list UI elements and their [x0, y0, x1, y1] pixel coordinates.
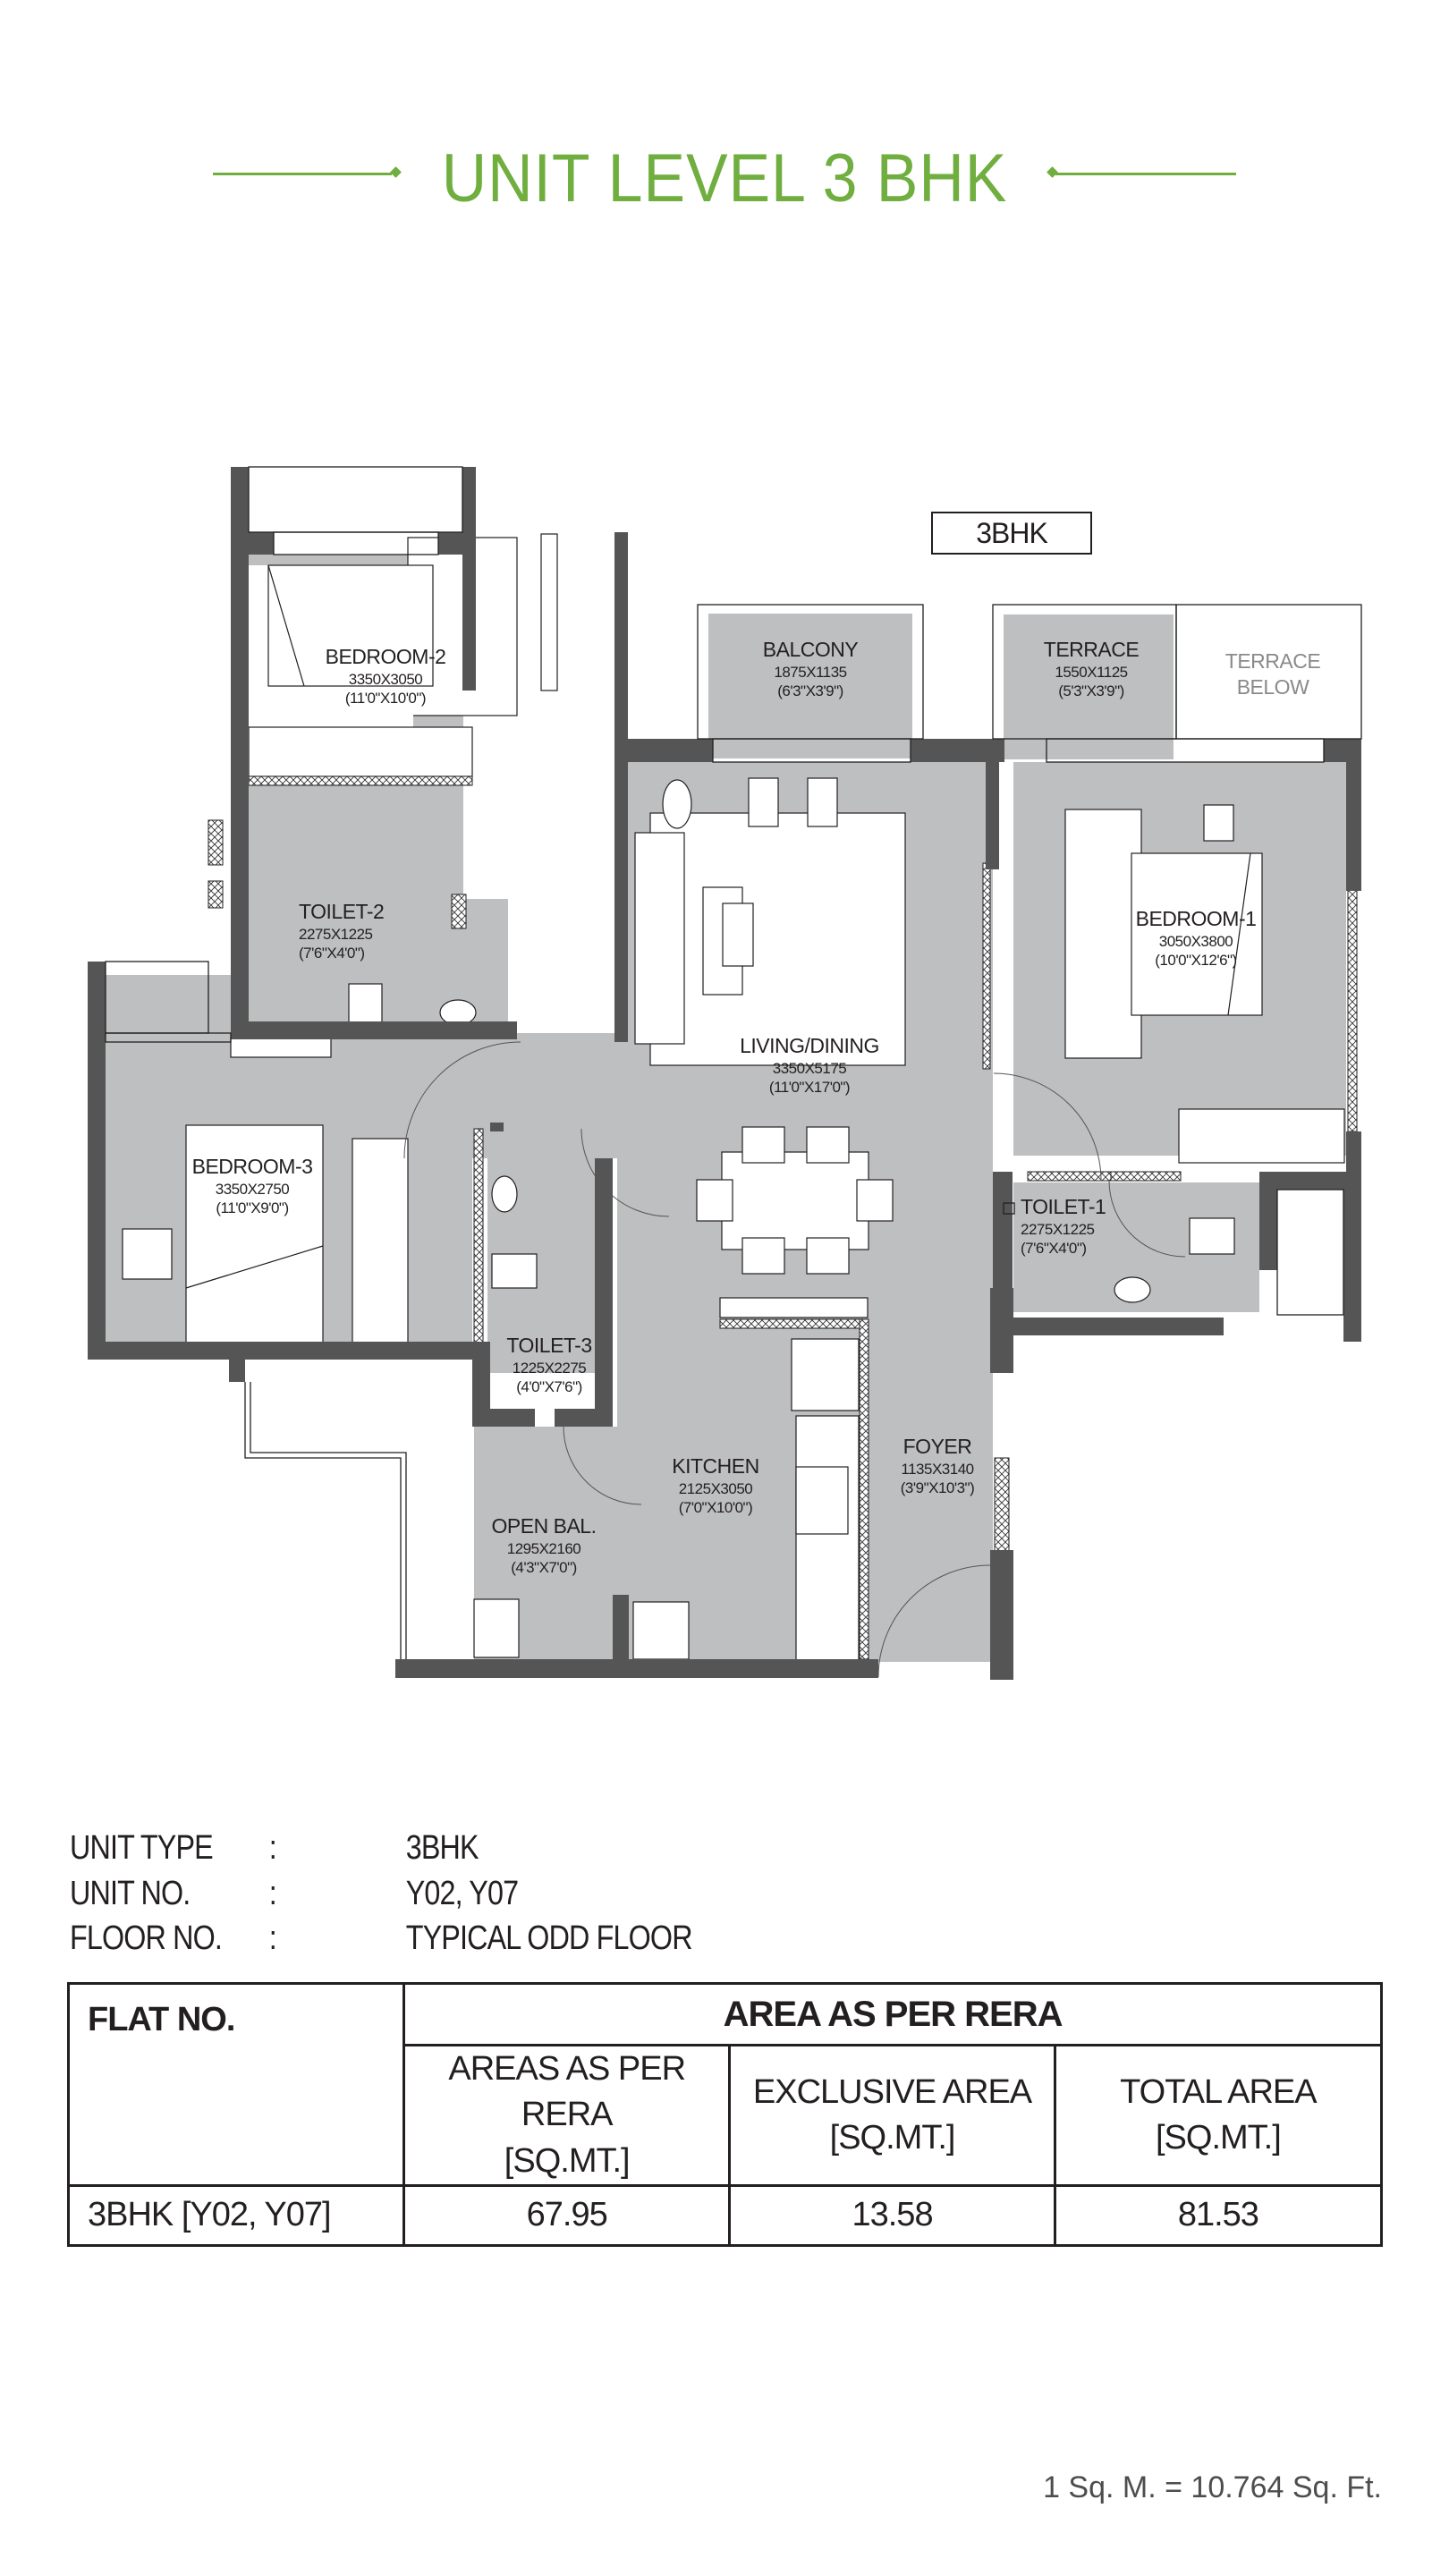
info-label: UNIT NO. — [70, 1875, 191, 1912]
column-header-exclusive-area: EXCLUSIVE AREA[SQ.MT.] — [728, 2044, 1056, 2187]
outlines — [105, 466, 1362, 1659]
table-row: 3BHK [Y02, Y07] 67.95 13.58 81.53 — [66, 2183, 1384, 2247]
area-group-header: AREA AS PER RERA — [402, 1982, 1383, 2046]
door-swings — [403, 1041, 1186, 1678]
hatched-partitions — [208, 775, 1358, 1660]
rera-area-table: FLAT NO. AREA AS PER RERA AREAS AS PER R… — [66, 1982, 1384, 2247]
table-subheader-row: AREAS AS PER RERA[SQ.MT.] EXCLUSIVE AREA… — [69, 2044, 1384, 2187]
column-header-rera-area: AREAS AS PER RERA[SQ.MT.] — [402, 2044, 732, 2187]
cell-rera-area: 67.95 — [402, 2183, 732, 2247]
cell-flat-no: 3BHK [Y02, Y07] — [66, 2183, 406, 2247]
room-label-open-balcony: OPEN BAL.1295X2160(4'3"X7'0") — [491, 1514, 597, 1576]
info-separator: : — [268, 1829, 277, 1867]
column-header-total-area: TOTAL AREA[SQ.MT.] — [1053, 2044, 1384, 2187]
page-title: UNIT LEVEL 3 BHK — [441, 140, 1008, 216]
info-value: Y02, Y07 — [405, 1875, 519, 1912]
table-header-row: FLAT NO. AREA AS PER RERA — [66, 1982, 1383, 2187]
title-rule-right — [1055, 173, 1236, 175]
floor-plan-drawing — [88, 466, 1362, 1680]
unit-conversion-note: 1 Sq. M. = 10.764 Sq. Ft. — [1043, 2470, 1382, 2504]
cell-exclusive-area: 13.58 — [728, 2183, 1056, 2247]
info-separator: : — [268, 1919, 277, 1957]
info-label: FLOOR NO. — [70, 1919, 223, 1957]
flat-no-header: FLAT NO. — [66, 1982, 406, 2187]
unit-type-tag: 3BHK — [931, 512, 1092, 555]
info-separator: : — [268, 1875, 277, 1912]
walls — [88, 467, 1361, 1680]
furniture — [122, 533, 1345, 1662]
info-value: TYPICAL ODD FLOOR — [405, 1919, 693, 1957]
info-label: UNIT TYPE — [70, 1829, 214, 1867]
title-rule-left — [213, 173, 392, 175]
info-value: 3BHK — [405, 1829, 479, 1867]
cell-total-area: 81.53 — [1053, 2183, 1384, 2247]
